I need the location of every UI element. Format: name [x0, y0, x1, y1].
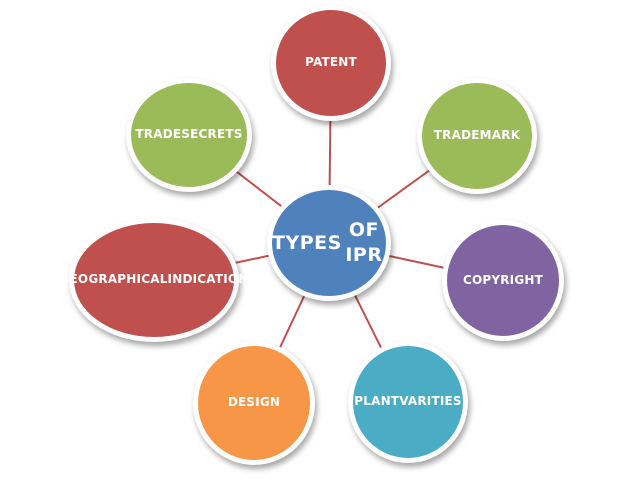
node-label-line: OF IPR: [345, 219, 383, 266]
node-label-line: SECRETS: [181, 127, 243, 142]
node-copyright: COPYRIGHT: [442, 220, 564, 341]
node-label-line: VARITIES: [399, 394, 462, 409]
node-label-line: GEOGRAPHICAL: [59, 272, 168, 287]
node-label-line: MARK: [479, 128, 521, 143]
node-label-line: TRADE: [135, 127, 182, 142]
node-label-line: TYPES: [272, 231, 342, 254]
node-label-line: INDICATION: [167, 272, 249, 287]
node-patent: PATENT: [271, 5, 391, 121]
node-label-line: PATENT: [305, 55, 357, 70]
node-design: DESIGN: [193, 341, 315, 465]
node-label-line: TRADE: [433, 128, 480, 143]
node-label-line: COPYRIGHT: [462, 272, 544, 287]
node-label-line: DESIGN: [227, 395, 281, 410]
node-label-line: PLANT: [354, 394, 400, 409]
